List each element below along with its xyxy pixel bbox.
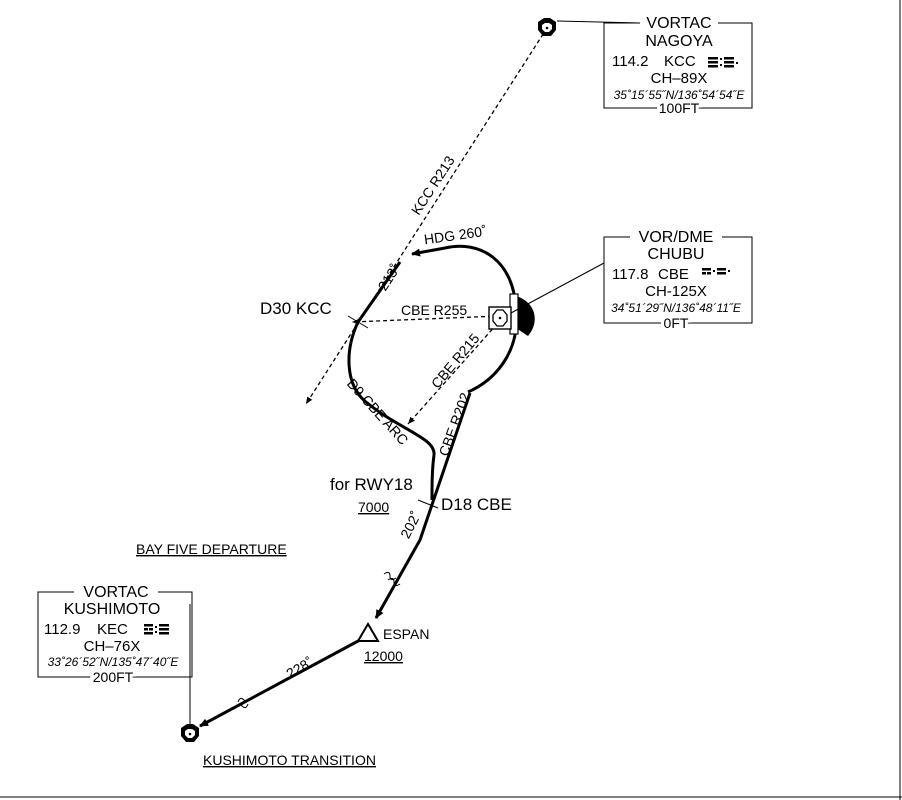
alt-12000-label: 12000: [364, 648, 403, 664]
nagoya-info-box: VORTAC NAGOYA 114.2 KCC CH–89X 35˚15´55˝…: [603, 15, 753, 119]
kushimoto-elev: 200FT: [93, 669, 134, 685]
d18-cbe-label: D18 CBE: [441, 495, 512, 514]
kcc-r213-radial: [305, 27, 548, 405]
cbe-r202-label: CBE R202: [435, 390, 473, 458]
course-228-label: 228˚: [283, 654, 315, 682]
kushimoto-coords: 33˚26´52˝N/135˚47´40˝E: [48, 655, 180, 669]
alt-7000-label: 7000: [358, 499, 389, 515]
chubu-coords: 34˚51´29˝N/136˚48´11˝E: [611, 301, 742, 315]
kushimoto-ident: KEC: [97, 621, 128, 638]
runway-south-loop: [467, 327, 518, 394]
nagoya-channel: CH–89X: [651, 70, 708, 87]
cbe-r255-radial: [351, 315, 500, 325]
nagoya-elev: 100FT: [659, 100, 700, 116]
nagoya-vortac-icon: [538, 18, 556, 36]
break-mark-r202: [383, 571, 401, 587]
kushimoto-transition-label: KUSHIMOTO TRANSITION: [203, 752, 376, 768]
nagoya-name: NAGOYA: [645, 33, 713, 50]
kcc-r213-label: KCC R213: [408, 153, 458, 218]
kushimoto-morse-icon: [144, 624, 169, 635]
espan-waypoint-icon: [356, 622, 380, 642]
d9-cbe-arc-route: [347, 261, 436, 456]
chubu-name: CHUBU: [648, 246, 705, 263]
chubu-elev: 0FT: [664, 315, 689, 331]
cbe-r255-label: CBE R255: [401, 302, 467, 318]
kushimoto-info-box: VORTAC KUSHIMOTO 112.9 KEC CH–76X 33˚26´…: [37, 584, 193, 688]
nagoya-coords: 35˚15´55˝N/136˚54´54˝E: [614, 88, 746, 102]
cbe-r215-label: CBE R215: [428, 330, 483, 391]
chubu-ident: CBE: [658, 266, 689, 283]
chubu-freq: 117.8: [612, 266, 648, 283]
for-rwy18-label: for RWY18: [330, 475, 413, 494]
break-mark-228: [235, 697, 251, 709]
hdg-260-label: HDG 260˚: [423, 223, 488, 248]
bay-five-departure-label: BAY FIVE DEPARTURE: [136, 541, 287, 557]
chubu-vor-dme-icon: [488, 306, 512, 330]
initial-climb-turn: [411, 244, 518, 311]
runway-symbol: [509, 293, 535, 336]
nagoya-type: VORTAC: [646, 15, 711, 32]
chubu-type: VOR/DME: [639, 229, 714, 246]
d9-cbe-arc-label: D9 CBE ARC: [344, 375, 412, 448]
nagoya-morse-icon: [708, 57, 738, 68]
cbe-r215-radial: [407, 323, 498, 425]
nagoya-freq: 114.2: [612, 53, 648, 70]
kushimoto-vortac-icon: [181, 724, 199, 742]
espan-label: ESPAN: [383, 626, 429, 642]
kushimoto-freq: 112.9: [44, 621, 80, 638]
chubu-leader: [510, 262, 605, 314]
d30-kcc-fix-mark: [347, 315, 369, 329]
nagoya-ident: KCC: [664, 53, 696, 70]
kushimoto-name: KUSHIMOTO: [64, 601, 161, 618]
chubu-info-box: VOR/DME CHUBU 117.8 CBE CH-125X 34˚51´29…: [603, 229, 753, 334]
cbe-r202-route: [374, 392, 472, 619]
d30-kcc-label: D30 KCC: [260, 299, 332, 318]
d18-cbe-fix-mark: [417, 499, 439, 509]
kushimoto-type: VORTAC: [83, 584, 148, 601]
kushimoto-transition-route: [199, 638, 361, 728]
chubu-morse-icon: [702, 268, 730, 275]
kushimoto-channel: CH–76X: [84, 638, 141, 655]
chubu-channel: CH-125X: [645, 283, 707, 300]
arc-join: [430, 454, 436, 501]
